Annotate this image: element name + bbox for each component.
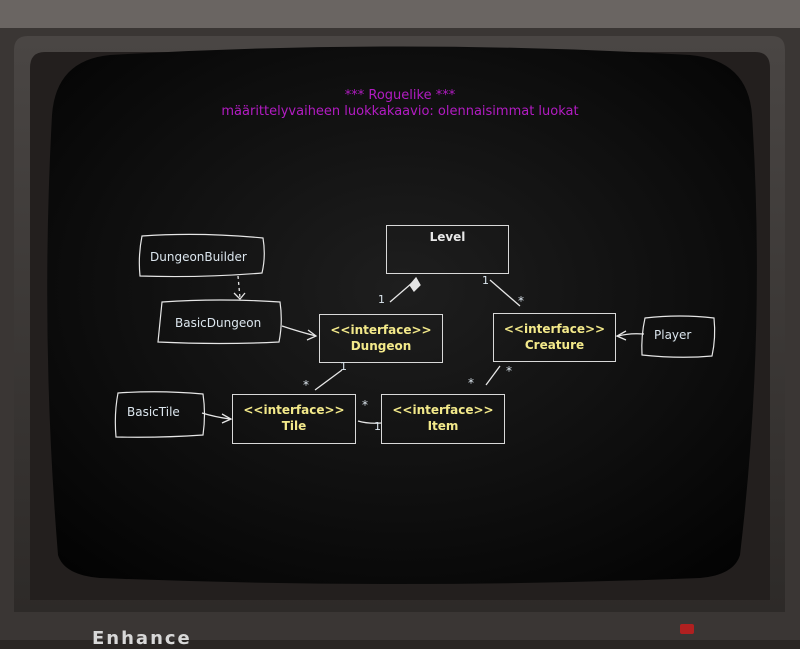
class-box-tile: <<interface>> Tile — [232, 394, 356, 444]
association-dungeon-tile — [314, 369, 343, 391]
stereotype-creature: <<interface>> — [503, 322, 606, 336]
multiplicity-level-creature-many: * — [518, 294, 524, 308]
class-name-tile: Tile — [281, 419, 307, 433]
association-tile-item — [357, 420, 383, 424]
multiplicity-dungeon-tile-one: 1 — [340, 360, 347, 373]
class-name-item: Item — [427, 419, 459, 433]
multiplicity-dungeon-tile-many: * — [303, 378, 309, 392]
diagram-title: *** Roguelike *** määrittelyvaiheen luok… — [150, 88, 650, 120]
title-line-2: määrittelyvaiheen luokkakaavio: olennais… — [221, 104, 579, 119]
power-led — [680, 624, 694, 634]
realization-line-player — [617, 333, 645, 337]
brand-logo: Enhance — [92, 628, 192, 649]
association-level-creature — [489, 279, 521, 307]
multiplicity-creature-item-many: * — [468, 376, 474, 390]
association-creature-item — [485, 365, 501, 386]
dependency-line — [237, 275, 241, 299]
composition-diamond — [409, 276, 421, 293]
multiplicity-tile-item-many: * — [362, 398, 368, 412]
stereotype-dungeon: <<interface>> — [330, 323, 432, 337]
note-outline-basicdungeon — [157, 299, 282, 345]
stereotype-tile: <<interface>> — [243, 403, 345, 417]
multiplicity-creature-item-one: * — [506, 364, 512, 378]
crt-screen — [47, 46, 757, 584]
note-outline-player — [641, 315, 716, 358]
class-name-creature: Creature — [524, 338, 585, 352]
note-basic-tile: BasicTile — [127, 405, 180, 419]
realization-arrowhead-player — [615, 330, 627, 341]
class-box-creature: <<interface>> Creature — [493, 313, 616, 362]
title-line-1: *** Roguelike *** — [344, 88, 456, 103]
dependency-arrowhead — [233, 292, 246, 300]
class-box-item: <<interface>> Item — [381, 394, 505, 444]
note-dungeon-builder: DungeonBuilder — [150, 250, 247, 264]
note-basic-dungeon: BasicDungeon — [175, 316, 262, 330]
realization-arrowhead-basicdungeon — [306, 329, 318, 341]
class-name-dungeon: Dungeon — [350, 339, 412, 353]
realization-line-basicdungeon — [281, 325, 317, 337]
note-player: Player — [654, 328, 692, 342]
multiplicity-tile-item-one: 1 — [374, 420, 381, 433]
multiplicity-level-dungeon: 1 — [378, 293, 385, 306]
class-box-level: Level — [386, 225, 509, 274]
association-level-dungeon — [389, 282, 413, 303]
stereotype-item: <<interface>> — [392, 403, 494, 417]
class-name-level: Level — [429, 230, 466, 244]
note-outline-basictile — [114, 391, 206, 438]
note-outline-dungeonbuilder — [138, 233, 265, 278]
class-box-dungeon: <<interface>> Dungeon — [319, 314, 443, 363]
multiplicity-level-creature-one: 1 — [482, 274, 489, 287]
realization-arrowhead-basictile — [221, 413, 233, 424]
